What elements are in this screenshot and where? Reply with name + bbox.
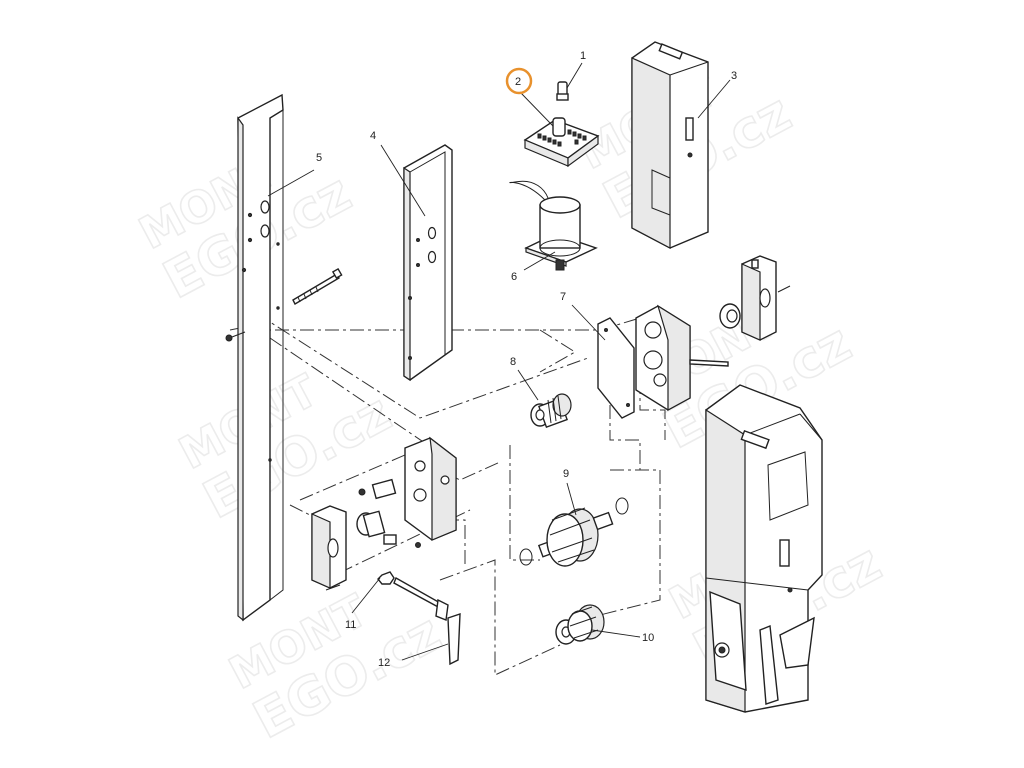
callout-2: 2 — [515, 76, 521, 88]
part-12-key-lever — [393, 576, 461, 666]
screw-left — [225, 331, 246, 342]
part-1-pin — [556, 81, 569, 101]
callout-10: 10 — [642, 632, 654, 644]
part-7-gear-housing — [597, 304, 729, 419]
gear-motor-plate — [358, 436, 457, 548]
callout-2-highlight-ring — [505, 67, 533, 95]
part-6-motor — [509, 180, 598, 271]
callout-3: 3 — [731, 70, 737, 82]
callout-4: 4 — [370, 130, 376, 142]
callout-11: 11 — [345, 619, 356, 631]
callout-1: 1 — [580, 50, 586, 62]
callout-5: 5 — [316, 152, 322, 164]
part-8-small-gear — [530, 393, 572, 428]
callout-8: 8 — [510, 356, 516, 368]
leader-lines — [267, 62, 731, 661]
part-9-main-gear-shaft — [519, 497, 629, 567]
callout-12: 12 — [378, 657, 390, 669]
part-3-top-cover — [631, 41, 709, 249]
end-bracket-left — [311, 505, 347, 591]
callout-6: 6 — [511, 271, 517, 283]
part-4-channel — [403, 144, 453, 382]
part-2-terminal-block — [523, 117, 600, 168]
callout-9: 9 — [563, 468, 569, 480]
rail-hole — [260, 224, 270, 238]
part-5-left-rail — [237, 93, 284, 622]
part-11-fittings — [356, 510, 397, 585]
rail-hole — [260, 200, 270, 214]
long-bolt — [292, 267, 343, 305]
main-enclosure-assembly — [705, 384, 823, 713]
part-10-output-gear — [555, 604, 605, 645]
callout-labels: 1 2 3 4 5 6 7 8 9 10 11 12 — [316, 50, 737, 669]
callout-7: 7 — [560, 291, 566, 303]
end-bracket-right — [741, 255, 791, 341]
bushing — [719, 303, 741, 329]
